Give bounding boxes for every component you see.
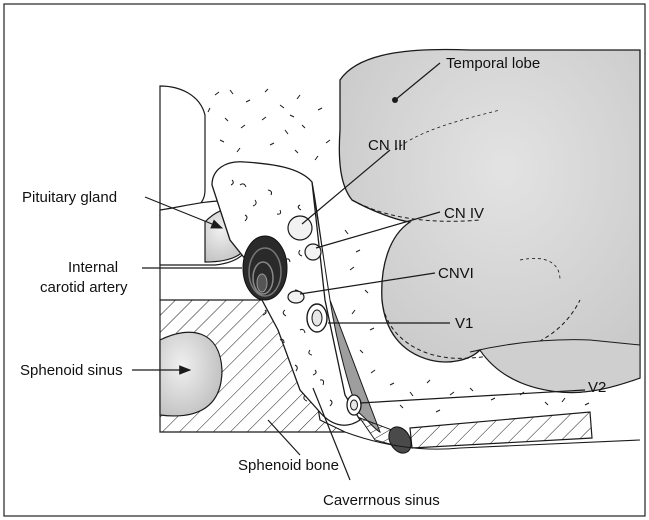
label-temporal-lobe: Temporal lobe [446,55,540,72]
temporal-lobe-pointer [392,97,398,103]
cn-iii-nerve [288,216,312,240]
label-cn-iii: CN III [368,137,406,154]
v2-nerve [347,395,361,415]
sella-wall [160,86,205,215]
label-cnvi: CNVI [438,265,474,282]
label-v2: V2 [588,379,606,396]
internal-carotid-artery [243,236,287,300]
cnvi-nerve [288,291,304,303]
label-cn-iv: CN IV [444,205,484,222]
label-pituitary-gland: Pituitary gland [22,189,117,206]
label-v1: V1 [455,315,473,332]
label-internal-carotid-2: carotid artery [40,279,128,296]
label-sphenoid-bone: Sphenoid bone [238,457,339,474]
v1-nerve [307,304,327,332]
cn-iv-nerve [305,244,321,260]
label-internal-carotid-1: Internal [68,259,118,276]
label-sphenoid-sinus: Sphenoid sinus [20,362,123,379]
label-cavernous-sinus: Caverrnous sinus [323,492,440,509]
